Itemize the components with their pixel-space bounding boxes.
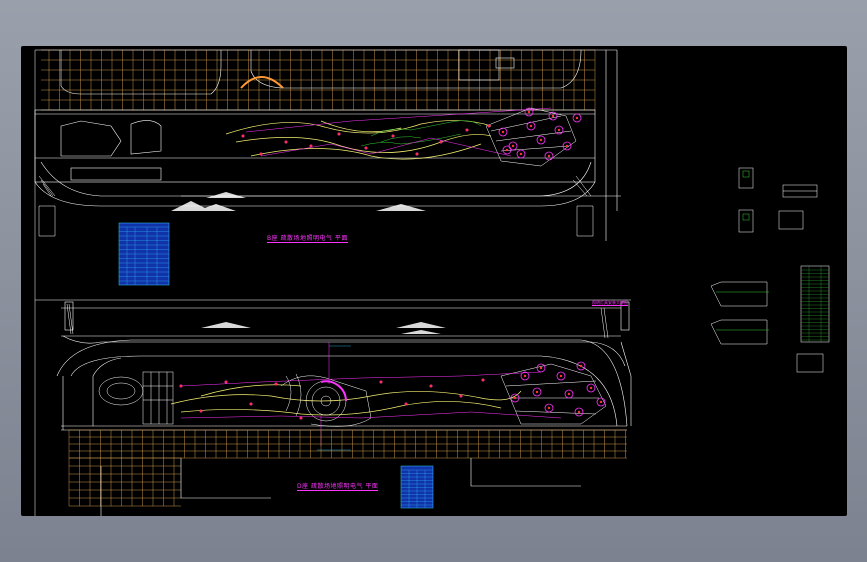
light-fixture-core (501, 130, 505, 134)
light-fixture-core (535, 390, 539, 394)
light-fixture-core (599, 400, 603, 404)
light-fixture (309, 144, 313, 148)
light-fixture (536, 363, 546, 373)
light-fixture-core (539, 366, 543, 370)
light-fixture-core (527, 110, 531, 114)
light-fixture-core (511, 144, 515, 148)
drawing-frame (34, 49, 631, 516)
light-fixture (554, 125, 564, 135)
light-fixture (299, 416, 303, 420)
light-fixture-core (565, 144, 569, 148)
top-plan-title: B座 疏散场地照明电气 平面 (267, 235, 348, 243)
light-fixture (259, 152, 263, 156)
plaza-outline-top (34, 109, 621, 207)
light-fixture (510, 393, 520, 403)
light-fixture (429, 384, 433, 388)
light-fixture (284, 140, 288, 144)
fan-feature-top (485, 107, 577, 167)
light-fixture (391, 134, 395, 138)
light-fixture (502, 145, 512, 155)
light-fixture-core (559, 374, 563, 378)
light-fixture (556, 371, 566, 381)
light-fixture (562, 141, 572, 151)
light-fixture (179, 384, 183, 388)
light-fixture-core (589, 386, 593, 390)
light-fixture (544, 403, 554, 413)
light-fixture-core (505, 148, 509, 152)
light-fixture-core (551, 114, 555, 118)
light-fixture (487, 124, 491, 128)
light-fixture-core (575, 116, 579, 120)
light-fixture (404, 402, 408, 406)
light-fixture (586, 383, 596, 393)
light-fixture (241, 134, 245, 138)
light-fixture (481, 378, 485, 382)
pathways-top (225, 120, 492, 160)
paving-grid-bottom (68, 429, 627, 507)
light-fixture-core (579, 364, 583, 368)
light-fixture (199, 409, 203, 413)
light-fixture (574, 407, 584, 417)
light-fixture (532, 387, 542, 397)
light-fixture (516, 149, 526, 159)
light-fixture (379, 380, 383, 384)
light-fixture-core (547, 406, 551, 410)
light-fixture (576, 361, 586, 371)
light-fixture-core (519, 152, 523, 156)
light-fixture (364, 146, 368, 150)
light-fixture-core (547, 154, 551, 158)
light-fixture-core (513, 396, 517, 400)
planting-top (360, 120, 482, 147)
light-fixture (439, 140, 443, 144)
detail-note-title: 照明灯具安装大样图 (592, 300, 628, 306)
light-fixture (524, 107, 534, 117)
cables-top (245, 107, 552, 157)
light-fixture-core (523, 374, 527, 378)
bottom-site-plan (56, 301, 632, 451)
cad-drawing-canvas (34, 49, 830, 516)
bottom-plan-title: D座 疏散场地照明电气 平面 (297, 483, 379, 491)
light-fixture (498, 127, 508, 137)
detail-drawings-right (710, 167, 830, 373)
light-fixture (564, 389, 574, 399)
light-fixture (337, 132, 341, 136)
light-fixture (224, 380, 228, 384)
building-outline-bottom (100, 458, 581, 516)
light-fixture (520, 371, 530, 381)
light-fixture (526, 121, 536, 131)
light-fixture (508, 141, 518, 151)
light-fixture (249, 402, 253, 406)
paving-grid-top (41, 49, 596, 111)
top-site-plan (34, 49, 621, 241)
light-fixture-core (529, 124, 533, 128)
light-fixtures-top (241, 107, 582, 161)
light-fixture (274, 382, 278, 386)
light-fixture (459, 394, 463, 398)
light-fixture-core (539, 138, 543, 142)
light-fixture-core (557, 128, 561, 132)
light-fixture (544, 151, 554, 161)
light-fixture (596, 397, 606, 407)
cad-viewport[interactable]: B座 疏散场地照明电气 平面 D座 疏散场地照明电气 平面 照明灯具安装大样图 (21, 46, 847, 516)
light-fixture (572, 113, 582, 123)
legend-table-top (118, 222, 170, 286)
stairs-top (38, 175, 594, 237)
light-fixture (415, 152, 419, 156)
legend-table-bottom (400, 465, 434, 509)
building-outline-top (60, 49, 618, 241)
hatch-triangles-top (171, 192, 426, 211)
light-fixture (465, 128, 469, 132)
light-fixture (548, 111, 558, 121)
light-fixture-core (577, 410, 581, 414)
light-fixture (536, 135, 546, 145)
light-fixture-core (567, 392, 571, 396)
